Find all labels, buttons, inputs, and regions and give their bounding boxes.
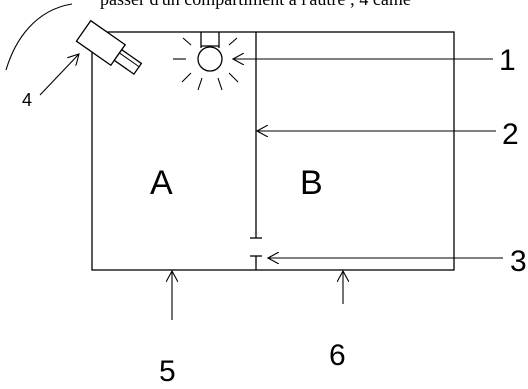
callout-label-6: 6 [329,339,346,372]
callout-label-3: 3 [510,245,527,278]
callout-label-1: 1 [499,44,516,77]
compartment-b-label: B [300,164,323,202]
lamp-icon [173,32,239,91]
enclosure-outline [91,31,455,271]
callout-label-2: 2 [502,118,519,151]
callout-label-5: 5 [159,355,176,385]
callout-label-4: 4 [22,90,32,110]
caption-fragment: passer d'un compartiment à l'autre ; 4 c… [100,0,528,9]
callout-arrow-4 [39,54,79,96]
camera-icon [5,3,143,76]
compartment-a-label: A [150,164,173,202]
